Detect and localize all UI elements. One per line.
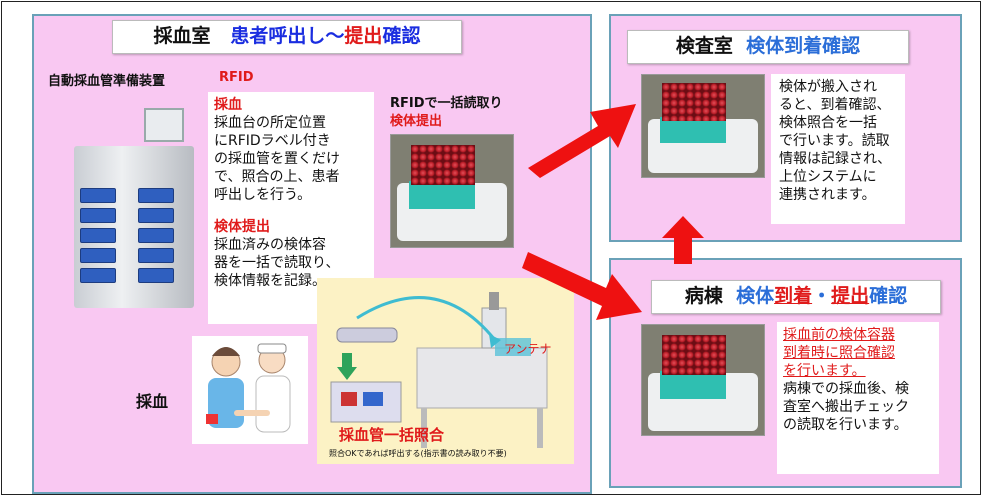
blood-draw-illustration	[192, 336, 308, 444]
desc-spacer	[214, 204, 368, 218]
ward-title-submit: 提出	[831, 285, 870, 307]
ward-specimen-rack-photo	[641, 324, 765, 436]
arrow-to-ward	[522, 252, 642, 320]
rack-base	[409, 181, 475, 209]
laboratory-panel: 検査室 検体到着確認 検体が搬入され ると、到着確認、 検体照合を一括 で行いま…	[609, 14, 962, 242]
desc-line: にRFIDラベル付き	[214, 133, 331, 149]
ward-description: 採血前の検体容器 到着時に照合確認 を行います。 病棟での採血後、検 査室へ搬出…	[777, 322, 939, 474]
auto-tube-preparation-device-image	[74, 108, 194, 308]
specimen-rack-photo	[390, 134, 514, 248]
rack-base	[660, 117, 726, 143]
device-drawer	[80, 188, 116, 203]
arrow-ward-to-lab	[662, 216, 704, 264]
ward-desc-line: 査室へ搬出チェック	[783, 399, 909, 415]
device-drawer	[138, 228, 174, 243]
title-confirm: 確認	[382, 25, 421, 47]
lab-title: 検査室 検体到着確認	[627, 30, 909, 64]
desc-heading-blood-draw: 採血	[214, 97, 242, 113]
arrow-to-lab	[528, 104, 636, 178]
blood-collection-room-panel: 採血室 患者呼出し〜提出確認 自動採血管準備装置 RFID 採血 採血台の所定位…	[32, 14, 592, 494]
device-drawer	[138, 268, 174, 283]
blood-draw-label: 採血	[136, 392, 169, 411]
desc-line: で、照合の上、患者	[214, 169, 340, 185]
lab-desc-line: ると、到着確認、	[779, 97, 891, 113]
lab-desc-line: 検体照合を一括	[779, 115, 877, 131]
ward-title: 病棟 検体到着・提出確認	[651, 280, 941, 314]
ward-desc-line: 病棟での採血後、検	[783, 381, 909, 397]
lab-description: 検体が搬入され ると、到着確認、 検体照合を一括 で行います。読取 情報は記録さ…	[771, 74, 905, 224]
lab-desc-line: 連携されます。	[779, 187, 876, 203]
lab-title-room: 検査室	[675, 35, 733, 57]
ward-title-name: 病棟	[684, 285, 723, 307]
desc-line: 検体情報を記録。	[214, 273, 326, 289]
ward-desc-red-line: を行います。	[783, 363, 866, 379]
device-monitor	[144, 108, 184, 142]
title-patient-call: 患者呼出し〜	[230, 25, 345, 47]
title-submit: 提出	[344, 25, 383, 47]
batch-match-note: 照合OKであれば呼出する(指示書の読み取り不要)	[329, 449, 507, 458]
ward-desc-red-line: 採血前の検体容器	[783, 327, 895, 343]
ward-title-arrival: 到着	[774, 285, 813, 307]
ward-title-specimen: 検体	[736, 285, 775, 307]
blood-room-title: 採血室 患者呼出し〜提出確認	[112, 20, 462, 54]
batch-match-illustration	[317, 278, 574, 464]
desc-line: 呼出しを行う。	[214, 187, 312, 203]
ward-desc-red-line: 到着時に照合確認	[783, 345, 895, 361]
device-label: 自動採血管準備装置	[48, 74, 166, 89]
tube-caps	[411, 145, 475, 185]
tube-caps	[662, 83, 726, 121]
tube-caps	[662, 335, 726, 375]
title-room-name: 採血室	[153, 25, 211, 47]
device-drawer	[138, 208, 174, 223]
ward-title-confirm: 確認	[869, 285, 908, 307]
device-drawer	[80, 208, 116, 223]
device-drawer	[80, 268, 116, 283]
lab-specimen-rack-photo	[641, 74, 765, 178]
specimen-submit-label: 検体提出	[390, 114, 443, 129]
lab-desc-line: 検体が搬入され	[779, 79, 877, 95]
ward-desc-line: の読取を行います。	[783, 417, 908, 433]
desc-line: の採血管を置くだけ	[214, 151, 340, 167]
desc-line: 採血済みの検体容	[214, 237, 326, 253]
device-drawer	[138, 248, 174, 263]
desc-heading-specimen-submit: 検体提出	[214, 219, 270, 235]
lab-desc-line: で行います。読取	[779, 133, 890, 149]
device-drawer	[80, 248, 116, 263]
device-drawer	[138, 188, 174, 203]
rack-base	[660, 371, 726, 399]
lab-title-arrival: 検体到着確認	[746, 35, 861, 57]
device-cabinet	[74, 146, 194, 308]
rfid-batch-read-label: RFIDで一括読取り	[390, 96, 503, 111]
ward-title-dot: ・	[812, 285, 832, 307]
lab-desc-line: 情報は記録され、	[779, 151, 892, 167]
desc-line: 採血台の所定位置	[214, 115, 326, 131]
desc-line: 器を一括で読取り、	[214, 255, 340, 271]
rfid-label: RFID	[219, 70, 254, 85]
ward-panel: 病棟 検体到着・提出確認 採血前の検体容器 到着時に照合確認 を行います。 病棟…	[609, 258, 962, 488]
antenna-label: アンテナ	[504, 342, 552, 356]
lab-desc-line: 上位システムに	[779, 169, 877, 185]
batch-match-label: 採血管一括照合	[339, 426, 445, 444]
device-drawer	[80, 228, 116, 243]
